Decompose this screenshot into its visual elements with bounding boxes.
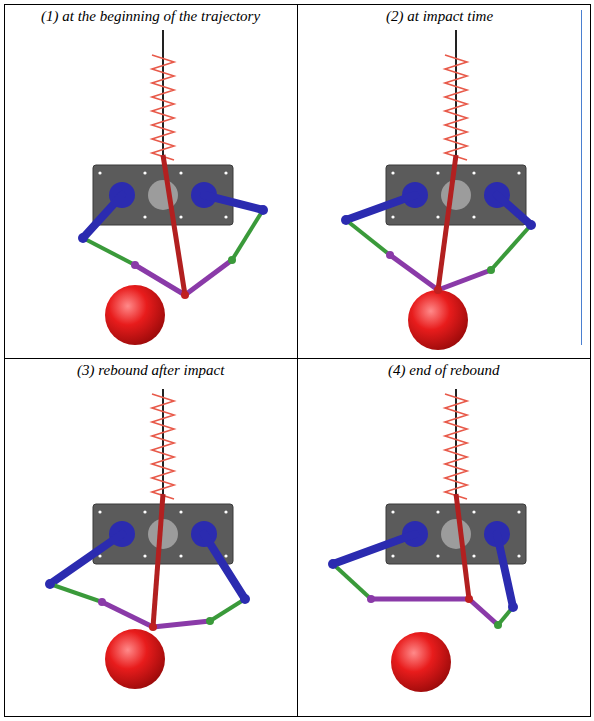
panel-caption: (2) at impact time <box>386 8 493 25</box>
panel-caption: (4) end of rebound <box>388 362 500 379</box>
panel-caption: (3) rebound after impact <box>77 362 224 379</box>
panel-caption: (1) at the beginning of the trajectory <box>41 8 260 25</box>
